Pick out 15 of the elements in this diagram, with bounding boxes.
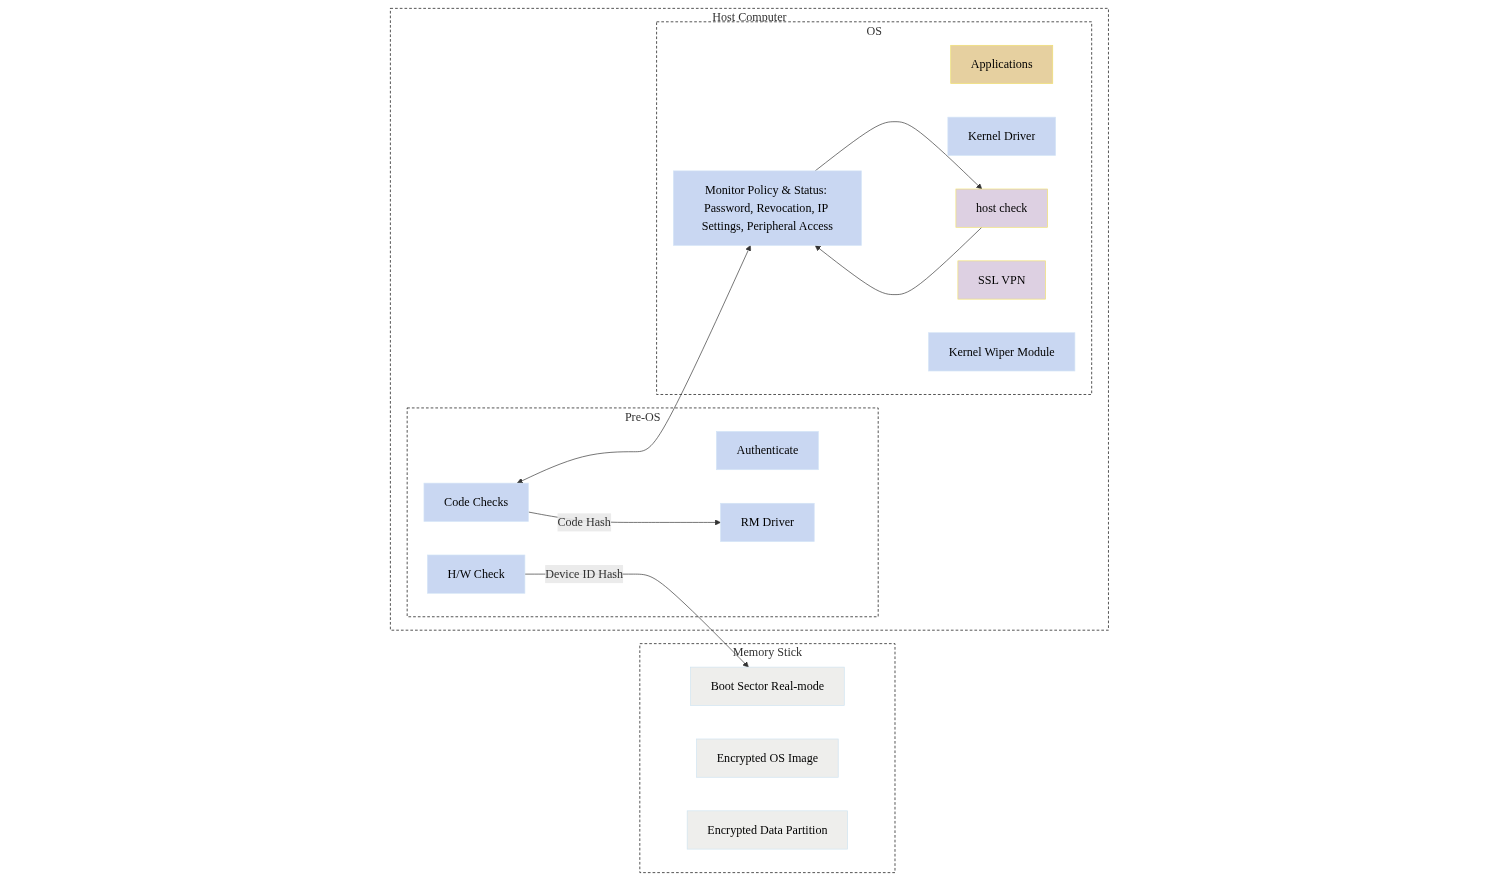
process-box: H/W Check <box>426 554 525 594</box>
process-box: Authenticate <box>715 431 819 471</box>
process-box: Kernel Driver <box>947 116 1056 156</box>
process-box: SSL VPN <box>957 260 1046 300</box>
process-box: RM Driver <box>719 502 815 542</box>
edge-label: Device ID Hash <box>544 565 623 584</box>
process-box: Encrypted OS Image <box>695 738 839 778</box>
process-box: Monitor Policy & Status: Password, Revocation, IP Settings, Peripheral Access <box>672 170 862 246</box>
process-box: Applications <box>949 44 1053 84</box>
process-box: Code Checks <box>423 482 529 522</box>
edge-label: Code Hash <box>556 513 611 532</box>
process-box: Encrypted Data Partition <box>686 810 848 850</box>
process-box: Boot Sector Real-mode <box>689 666 845 706</box>
process-box: Kernel Wiper Module <box>927 332 1075 372</box>
process-box: host check <box>955 188 1048 228</box>
